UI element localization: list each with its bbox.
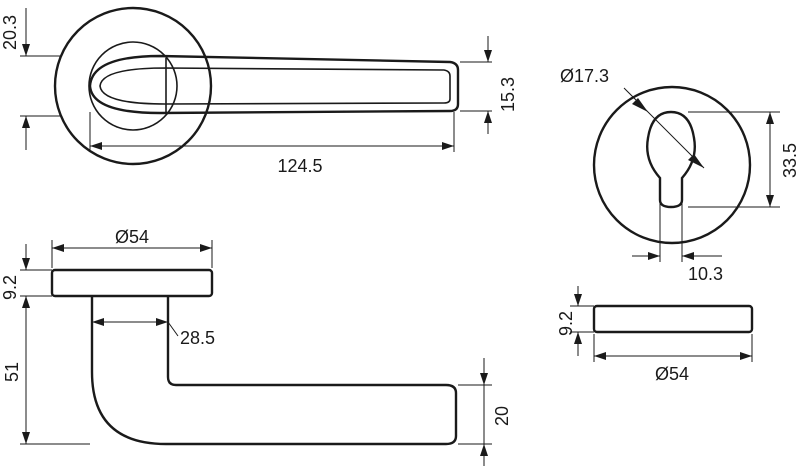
escutcheon-side-view: 9.2 Ø54 [556, 286, 754, 384]
dim-escutcheon-thickness: 9.2 [556, 311, 576, 336]
dim-grip-height: 20 [492, 406, 512, 426]
escutcheon-outline [592, 85, 752, 245]
arrow-head [632, 98, 648, 112]
arrow-head [22, 44, 30, 56]
arrow-head [480, 373, 488, 385]
arrow-head [574, 294, 582, 306]
dim-cylinder-width: 10.3 [688, 264, 723, 284]
rose-side [50, 268, 214, 298]
lever-outline [88, 54, 460, 115]
dim-rose-height: 20.3 [0, 15, 20, 50]
arrow-head [200, 244, 212, 252]
arrow-head [22, 258, 30, 270]
escutcheon-side [592, 304, 754, 334]
arrow-head [484, 50, 492, 62]
dim-side-rose-thickness: 9.2 [0, 275, 20, 300]
arrow-head [688, 154, 704, 168]
arrow-head [22, 116, 30, 128]
arrow-head [90, 142, 102, 150]
arrow-head [740, 352, 752, 360]
arrow-head [22, 432, 30, 444]
lever-inner-outline [99, 67, 451, 105]
dim-cylinder-diameter: Ø17.3 [560, 66, 609, 86]
dim-escutcheon-diameter: Ø54 [655, 364, 689, 384]
dim-side-rose-diameter: Ø54 [115, 227, 149, 247]
dim-lever-height: 15.3 [498, 77, 518, 112]
dim-cylinder-height: 33.5 [780, 143, 800, 178]
arrow-head [648, 252, 660, 260]
dim-lever-length: 124.5 [277, 156, 322, 176]
dim-lever-drop: 51 [2, 362, 22, 382]
arrow-head [682, 252, 694, 260]
lever-side [90, 296, 458, 446]
arrow-head [574, 332, 582, 344]
cylinder-cutout [646, 110, 696, 209]
arrow-head [442, 142, 454, 150]
dim-neck-width: 28.5 [180, 328, 215, 348]
top-view: 20.3 15.3 124.5 [0, 6, 518, 176]
side-view: Ø54 9.2 28.5 51 20 [0, 227, 512, 466]
arrow-head [766, 112, 774, 124]
arrow-head [480, 444, 488, 456]
arrow-head [484, 111, 492, 123]
leader-line [167, 321, 179, 337]
rose-outline [53, 6, 213, 166]
arrow-head [766, 195, 774, 207]
arrow-head [92, 318, 104, 326]
arrow-head [156, 318, 168, 326]
arrow-head [594, 352, 606, 360]
escutcheon-front-view: Ø17.3 33.5 10.3 [560, 66, 800, 284]
arrow-head [52, 244, 64, 252]
